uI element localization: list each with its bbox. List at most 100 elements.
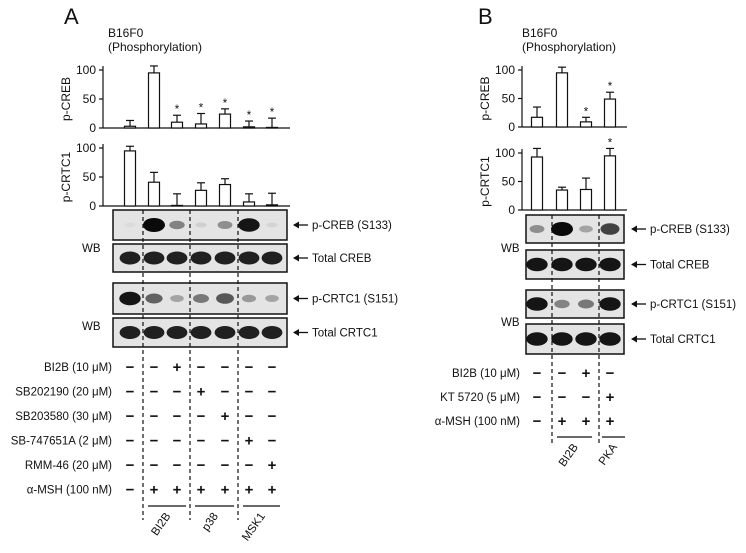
bar <box>123 125 137 129</box>
bar <box>170 121 184 129</box>
significance-marker: * <box>199 103 204 115</box>
bar <box>123 150 137 207</box>
blot-band <box>526 332 548 346</box>
blot-label: Total CRTC1 <box>650 334 716 346</box>
bar <box>194 189 208 207</box>
wb-label: WB <box>82 321 101 333</box>
y-tick-label: 0 <box>508 203 515 217</box>
blot-band <box>193 294 209 303</box>
panel-a-title-1: B16F0 <box>108 26 144 40</box>
treatment-sign: − <box>558 365 567 382</box>
wb-label: WB <box>501 317 520 329</box>
blot-band <box>599 297 621 311</box>
treatment-sign: − <box>173 433 182 450</box>
treatment-sign: + <box>268 482 277 499</box>
blot-band <box>119 326 141 339</box>
y-axis-label: p-CREB <box>59 77 73 121</box>
y-tick-label: 50 <box>83 92 97 106</box>
blot-band <box>599 257 621 272</box>
blot-band <box>145 293 163 304</box>
treatment-sign: − <box>582 389 591 406</box>
blot-label: Total CREB <box>650 260 710 272</box>
treatment-label: RMM-46 (20 μM) <box>25 460 112 472</box>
panel-letter-b: B <box>478 4 493 29</box>
treatment-sign: − <box>221 457 230 474</box>
blot-band <box>214 251 236 265</box>
blot-band <box>554 299 570 309</box>
bar <box>147 181 161 207</box>
treatment-sign: − <box>245 408 254 425</box>
panel-letter-a: A <box>64 4 79 29</box>
arrow-head-icon <box>631 335 637 343</box>
blot-band <box>170 295 184 302</box>
treatment-sign: − <box>126 433 135 450</box>
arrow-head-icon <box>293 254 299 262</box>
bar <box>579 188 593 211</box>
significance-marker: * <box>175 104 180 116</box>
blot-band <box>124 222 136 228</box>
treatment-sign: − <box>173 457 182 474</box>
bar <box>218 113 232 129</box>
blot-band <box>261 251 283 265</box>
bar <box>265 126 279 129</box>
blot-band <box>551 222 573 236</box>
y-tick-label: 50 <box>502 175 516 189</box>
blot-band <box>266 222 278 228</box>
arrow-head-icon <box>293 295 299 302</box>
blot-band <box>241 294 257 303</box>
blot-band <box>265 295 279 302</box>
blot-band <box>166 251 188 265</box>
bar <box>603 98 617 128</box>
y-tick-label: 100 <box>495 63 515 77</box>
treatment-label: SB203580 (30 μM) <box>15 411 112 423</box>
group-label: MSK1 <box>240 511 268 544</box>
treatment-label: SB-747651A (2 μM) <box>11 436 112 448</box>
blot-band <box>551 257 573 272</box>
blot-band <box>526 257 548 272</box>
treatment-sign: − <box>245 457 254 474</box>
group-label: p38 <box>200 511 221 534</box>
treatment-sign: − <box>126 482 135 499</box>
treatment-sign: − <box>150 433 159 450</box>
treatment-sign: − <box>126 408 135 425</box>
blot-band <box>238 218 260 232</box>
bar <box>218 183 232 207</box>
treatment-sign: + <box>606 413 615 430</box>
bar <box>265 204 279 207</box>
group-label: BI2B <box>557 442 581 470</box>
treatment-sign: − <box>221 384 230 401</box>
blot-band <box>261 326 283 339</box>
blot-band <box>216 293 234 304</box>
treatment-sign: − <box>245 359 254 376</box>
bar <box>555 72 569 128</box>
treatment-sign: + <box>582 365 591 382</box>
y-tick-label: 50 <box>83 170 97 184</box>
wb-label: WB <box>501 243 520 255</box>
blot-label: Total CREB <box>312 253 372 265</box>
arrow-head-icon <box>631 261 637 268</box>
blot-band <box>190 326 212 339</box>
treatment-sign: + <box>268 457 277 474</box>
blot-label: Total CRTC1 <box>312 328 378 340</box>
y-axis-label: p-CREB <box>478 76 492 120</box>
y-tick-label: 0 <box>89 121 96 135</box>
blot-label: p-CREB (S133) <box>650 224 730 236</box>
treatment-sign: − <box>197 408 206 425</box>
treatment-sign: − <box>173 408 182 425</box>
blot-band <box>579 225 593 233</box>
blot-band <box>143 251 165 265</box>
y-tick-label: 100 <box>495 146 515 160</box>
significance-marker: * <box>608 81 613 93</box>
blot-band <box>526 297 548 311</box>
treatment-sign: − <box>268 408 277 425</box>
bar <box>170 204 184 207</box>
group-label: BI2B <box>149 511 173 539</box>
treatment-sign: − <box>245 384 254 401</box>
treatment-sign: − <box>173 384 182 401</box>
y-tick-label: 0 <box>89 199 96 213</box>
treatment-sign: − <box>558 389 567 406</box>
significance-marker: * <box>584 106 589 118</box>
blot-label: p-CRTC1 (S151) <box>312 294 398 306</box>
blot-band <box>238 326 260 339</box>
